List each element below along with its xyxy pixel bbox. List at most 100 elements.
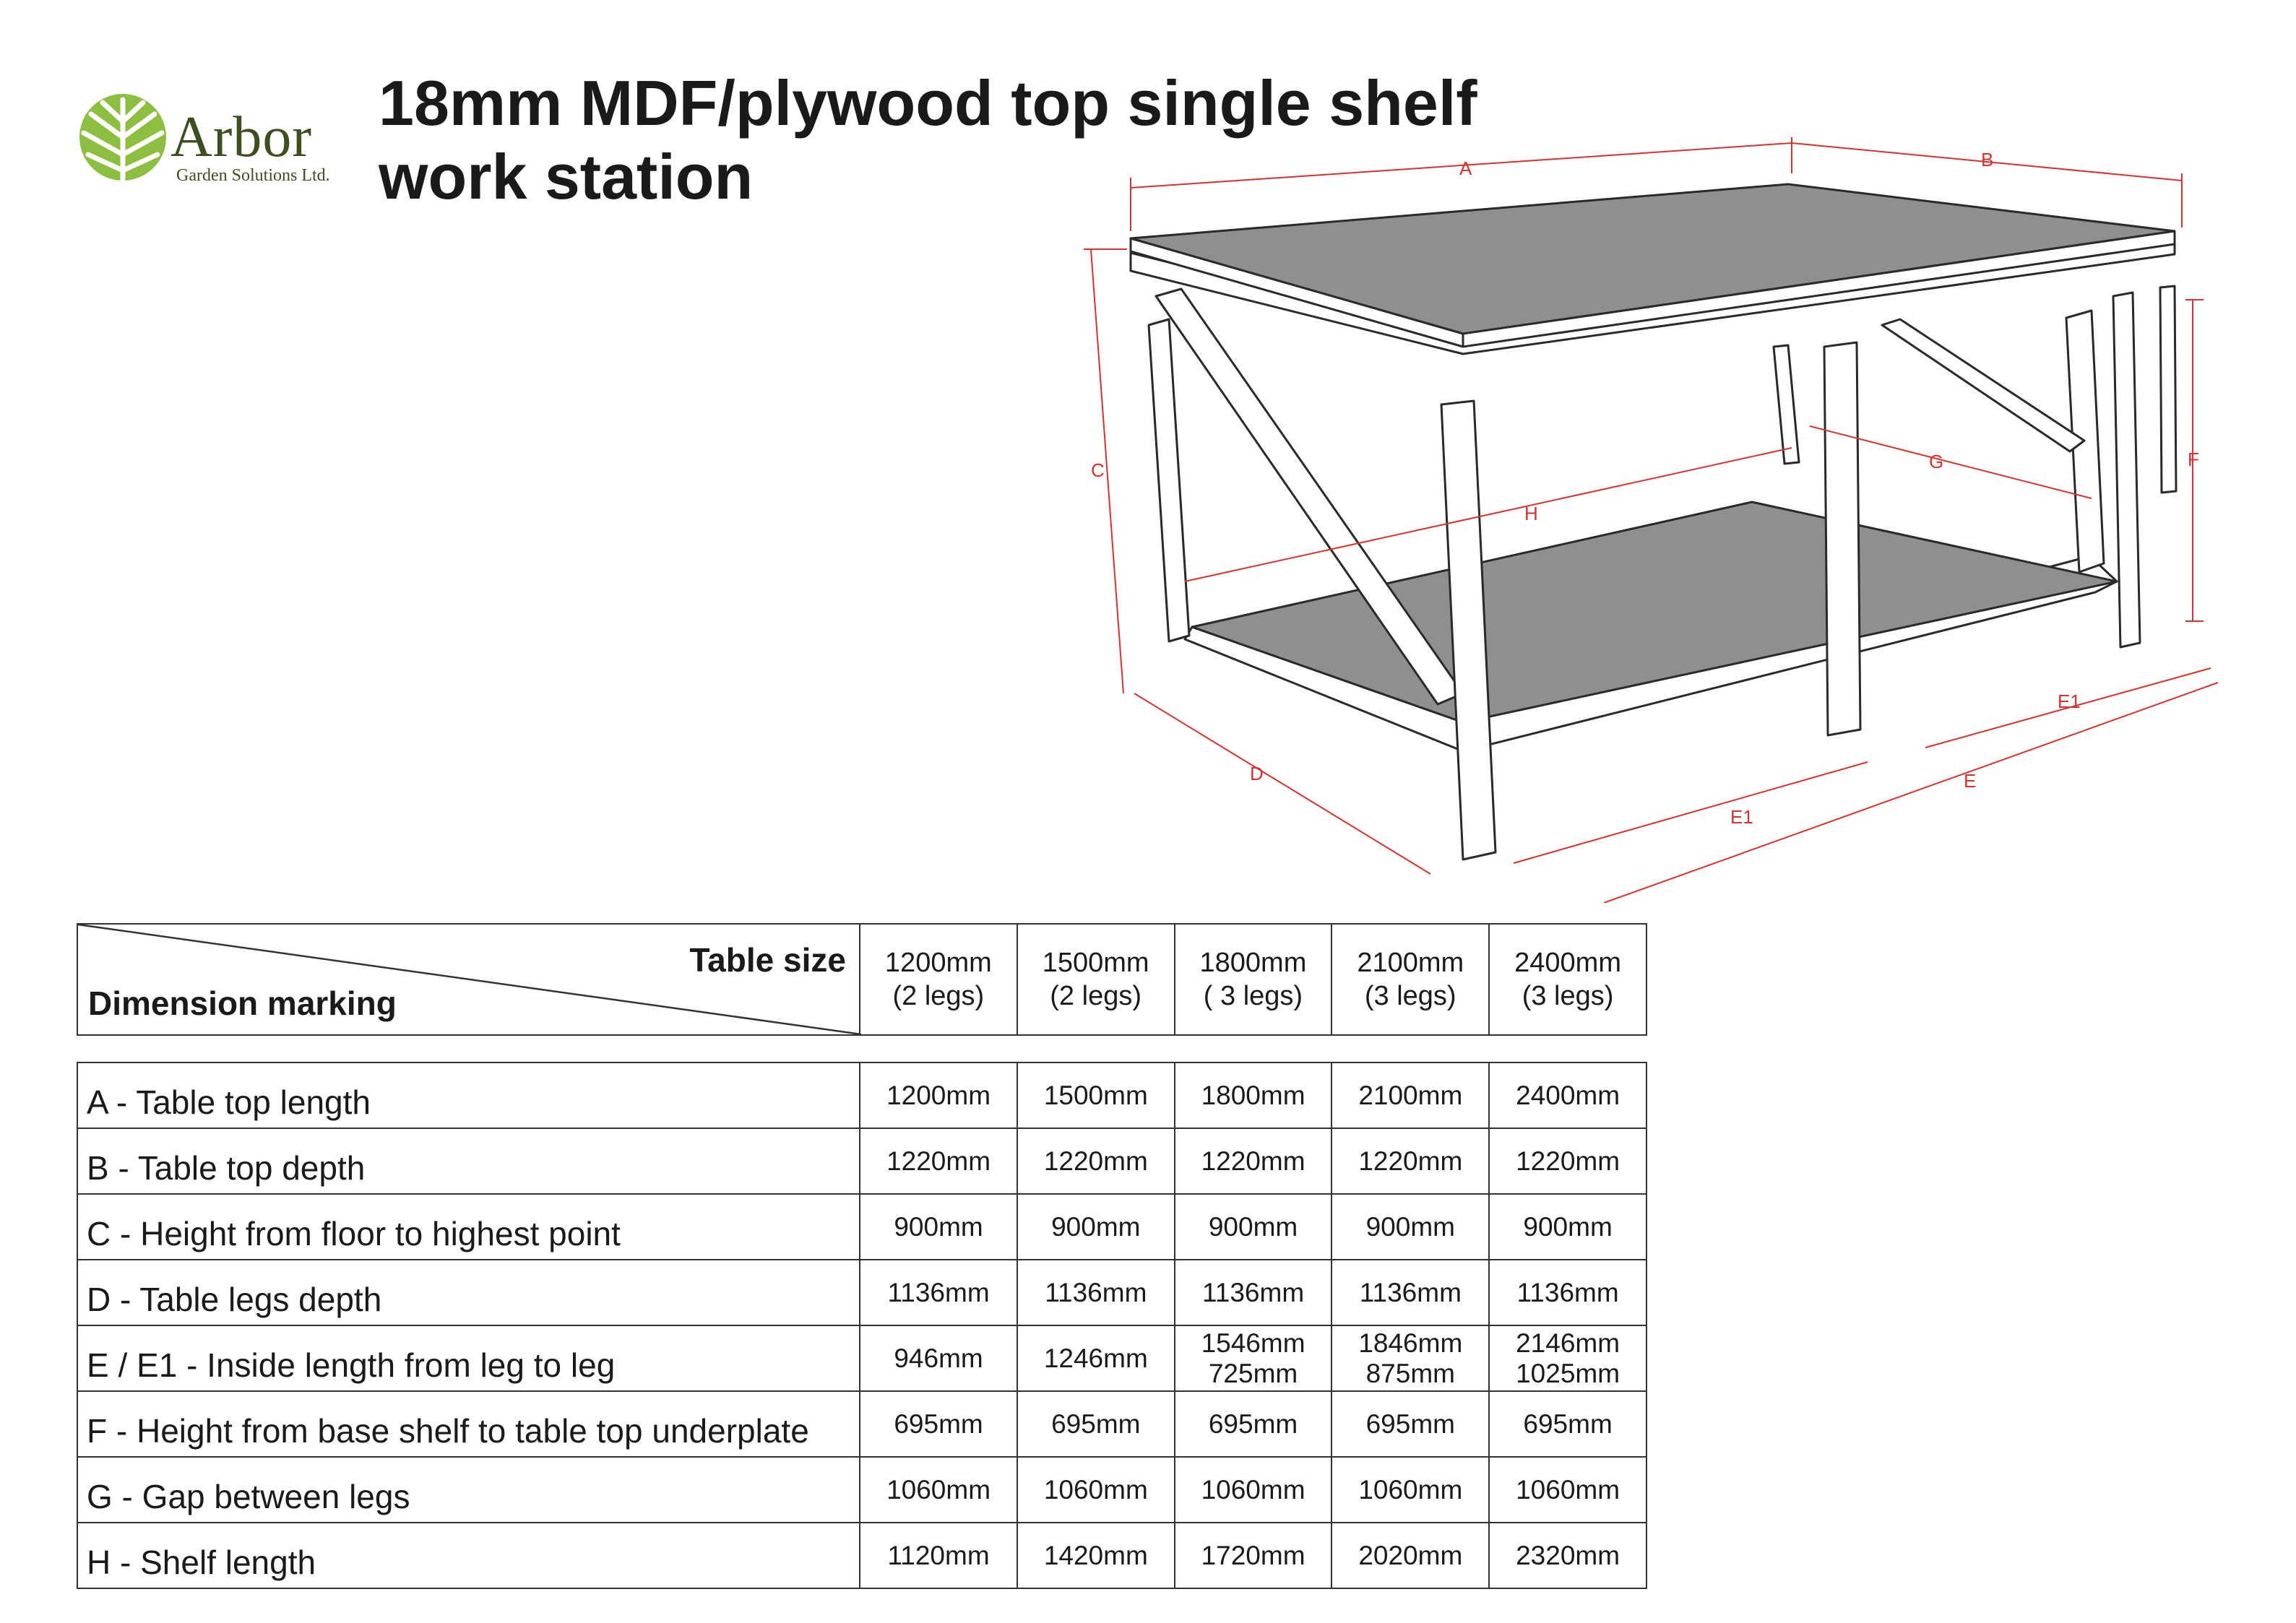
leaf-icon <box>79 94 166 183</box>
dimension-value-text: 695mm <box>1051 1408 1141 1439</box>
dim-label-a: A <box>1459 157 1472 179</box>
dimension-value-text: 946mm <box>894 1343 983 1373</box>
dimension-value: 695mm <box>1331 1390 1490 1458</box>
dim-label-e1-left: E1 <box>1730 806 1753 828</box>
dimension-value: 1220mm <box>1488 1128 1647 1195</box>
dimension-value: 900mm <box>1016 1193 1175 1260</box>
dimension-value-text: 1546mm <box>1201 1328 1305 1358</box>
dimension-label: A - Table top length <box>76 1062 861 1129</box>
dimension-value-text: 875mm <box>1365 1358 1455 1388</box>
dimension-value: 1060mm <box>1488 1456 1647 1523</box>
dimension-value: 1200mm <box>859 1062 1018 1129</box>
dim-label-d: D <box>1250 763 1264 784</box>
dimension-value: 695mm <box>1173 1390 1333 1458</box>
dimension-value-text: 2100mm <box>1358 1080 1463 1110</box>
dimension-value: 900mm <box>1173 1193 1333 1260</box>
back-leg-center <box>2159 285 2178 494</box>
dimension-label: E / E1 - Inside length from leg to leg <box>76 1325 861 1392</box>
dimension-value: 695mm <box>859 1390 1018 1458</box>
dimension-value: 946mm <box>859 1325 1018 1392</box>
dimension-value-text: 1220mm <box>886 1146 991 1176</box>
dimension-value-text: 1220mm <box>1516 1146 1620 1176</box>
dim-label-g: G <box>1929 451 1943 472</box>
dimension-value-text: 2020mm <box>1358 1540 1463 1570</box>
dimension-value: 1220mm <box>1016 1128 1175 1195</box>
back-leg-far <box>2112 291 2141 649</box>
dimension-value: 1060mm <box>1016 1456 1175 1523</box>
dimension-value: 1800mm <box>1173 1062 1333 1129</box>
diagonal-brace-right <box>1881 318 2086 453</box>
dimension-marking-heading: Dimension marking <box>88 984 397 1022</box>
dimension-value: 1136mm <box>859 1259 1018 1326</box>
dimension-value-text: 1220mm <box>1358 1146 1463 1176</box>
dimension-labels: A B C D E E1 E1 F G H <box>1091 149 2199 828</box>
dimension-value: 1720mm <box>1173 1522 1333 1589</box>
dimension-table: A - Table top length 1200mm 1500mm 1800mm 21… <box>76 1062 1647 1589</box>
dimension-value-text: 1246mm <box>1043 1343 1148 1373</box>
dimension-value-text: 2146mm <box>1516 1328 1620 1358</box>
dimension-value-text: 1060mm <box>1516 1474 1620 1505</box>
dim-label-e1-right: E1 <box>2058 691 2081 712</box>
dimension-value: 1420mm <box>1016 1522 1175 1589</box>
corner-diagonal <box>78 925 861 1034</box>
header-corner-cell: Table size Dimension marking <box>77 923 861 1036</box>
dimension-value: 695mm <box>1488 1390 1647 1458</box>
dimension-value: 695mm <box>1016 1390 1175 1458</box>
dimension-value-text: 1025mm <box>1516 1358 1620 1388</box>
size-col-5: 2400mm(3 legs) <box>1488 923 1647 1036</box>
dimension-value: 1220mm <box>859 1128 1018 1195</box>
page-title: 18mm MDF/plywood top single shelf work s… <box>379 66 1477 214</box>
dimension-value: 2400mm <box>1488 1062 1647 1129</box>
dimension-value: 900mm <box>1488 1193 1647 1260</box>
dimension-value-text: 1200mm <box>886 1080 991 1110</box>
dimension-label: H - Shelf length <box>76 1522 861 1589</box>
dimension-value-text: 1136mm <box>887 1277 990 1307</box>
size-col-1: 1200mm(2 legs) <box>858 923 1018 1036</box>
workstation-drawing: A B C D E E1 E1 F G H <box>1084 137 2219 903</box>
front-leg-right <box>1823 341 1862 737</box>
dim-label-b: B <box>1981 149 1993 170</box>
dimension-value-text: 2320mm <box>1516 1540 1620 1570</box>
table-size-heading: Table size <box>689 941 846 979</box>
dim-label-h: H <box>1524 503 1538 524</box>
dim-label-f: F <box>2188 449 2199 470</box>
dimension-value-text: 2400mm <box>1516 1080 1620 1110</box>
dimension-value: 1500mm <box>1016 1062 1175 1129</box>
table-row: A - Table top length 1200mm 1500mm 1800mm 21… <box>76 1062 1647 1129</box>
dimension-value: 1220mm <box>1331 1128 1490 1195</box>
dimension-value-text: 1846mm <box>1358 1328 1463 1358</box>
dimension-value: 1120mm <box>859 1522 1018 1589</box>
dimension-value-text: 1220mm <box>1201 1146 1305 1176</box>
dimension-value-text: 900mm <box>1523 1211 1613 1242</box>
dim-label-c: C <box>1091 459 1105 481</box>
brand-subtitle: Garden Solutions Ltd. <box>176 166 330 185</box>
dimension-value-text: 1136mm <box>1201 1277 1305 1307</box>
dimension-value-text: 1060mm <box>1043 1474 1148 1505</box>
size-header-table: Table size Dimension marking 1200mm(2 le… <box>77 923 1647 1036</box>
size-col-3: 1800mm( 3 legs) <box>1173 923 1333 1036</box>
dimension-value: 900mm <box>859 1193 1018 1260</box>
dimension-value: 1060mm <box>1331 1456 1490 1523</box>
dimension-value-text: 695mm <box>1523 1408 1613 1439</box>
dimension-value: 2020mm <box>1331 1522 1490 1589</box>
dimension-value-text: 1500mm <box>1043 1080 1148 1110</box>
dimension-value-text: 900mm <box>1208 1211 1298 1242</box>
dimension-value-text: 1220mm <box>1043 1146 1148 1176</box>
dimension-value-text: 725mm <box>1208 1358 1298 1388</box>
dimension-value-text: 1800mm <box>1201 1080 1305 1110</box>
dimension-label: F - Height from base shelf to table top … <box>76 1390 861 1458</box>
table-row: F - Height from base shelf to table top … <box>76 1390 1647 1458</box>
dimension-value-text: 1420mm <box>1043 1540 1148 1570</box>
table-row: E / E1 - Inside length from leg to leg 94… <box>76 1325 1647 1392</box>
dimension-value-text: 1136mm <box>1516 1277 1619 1307</box>
dim-label-e: E <box>1964 770 1976 792</box>
dimension-value-text: 1060mm <box>1201 1474 1305 1505</box>
dimension-label: C - Height from floor to highest point <box>76 1193 861 1260</box>
dimension-value: 1060mm <box>1173 1456 1333 1523</box>
